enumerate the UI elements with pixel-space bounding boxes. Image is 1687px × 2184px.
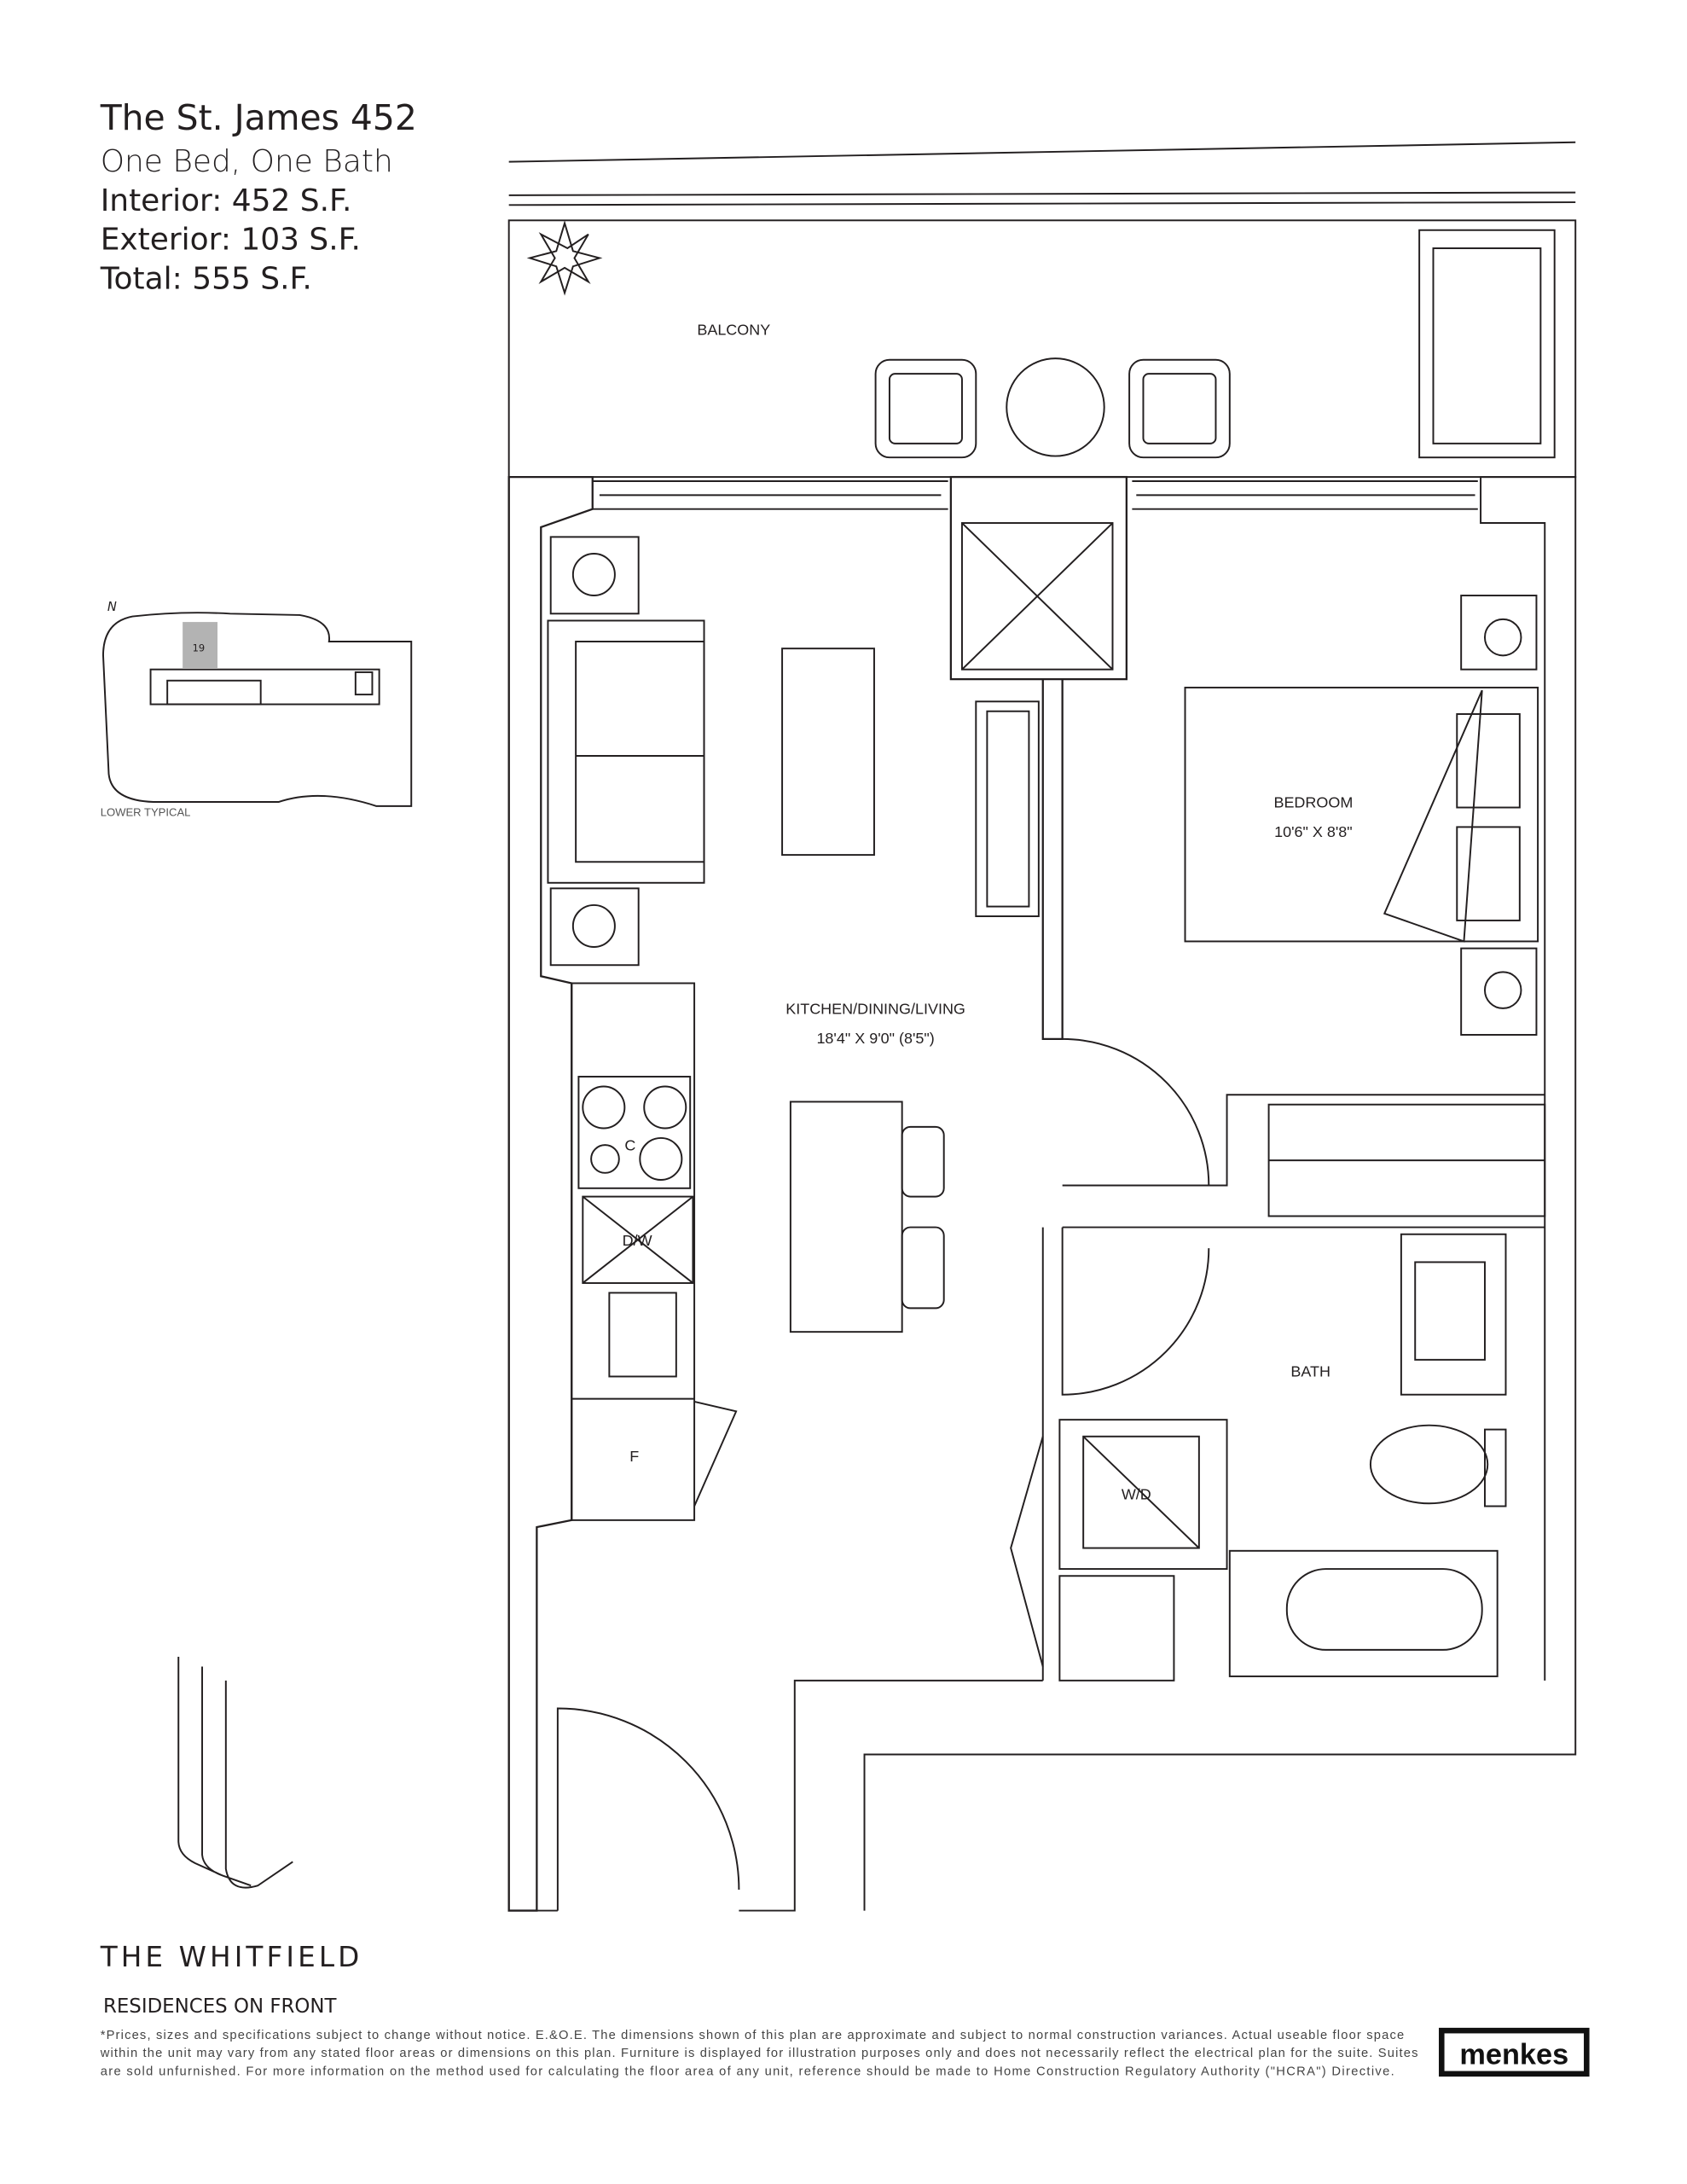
disclaimer-line: are sold unfurnished. For more informati… <box>101 2065 1394 2078</box>
bedroom: BEDROOM 10'6" X 8'8" <box>1184 595 1546 1217</box>
unit-walls <box>507 475 1577 1912</box>
suite-title: The St. James 452 <box>100 97 417 138</box>
cooktop <box>577 1076 692 1189</box>
balcony-chair <box>1128 358 1231 459</box>
kitchen-sink <box>608 1292 677 1378</box>
unit-number: 19 <box>193 642 206 653</box>
washer-dryer <box>1082 1435 1200 1549</box>
bedroom-label: BEDROOM <box>1273 794 1353 811</box>
dishwasher <box>582 1195 694 1284</box>
disclaimer: *Prices, sizes and specifications subjec… <box>100 2029 1418 2079</box>
north-indicator: N <box>107 600 117 614</box>
dishwasher-label: D/W <box>623 1232 652 1249</box>
unit-highlight <box>183 622 218 669</box>
balcony: BALCONY <box>507 141 1577 479</box>
bath-label: BATH <box>1290 1362 1330 1380</box>
living-label: KITCHEN/DINING/LIVING <box>786 1000 965 1017</box>
brand-subtitle: RESIDENCES ON FRONT <box>103 1995 338 2018</box>
interior-area: Interior: 452 S.F. <box>101 183 352 218</box>
brand-name: THE WHITFIELD <box>100 1941 363 1973</box>
balcony-table <box>1006 357 1105 457</box>
shaft <box>960 522 1114 671</box>
bedroom-dims: 10'6" X 8'8" <box>1274 823 1353 840</box>
balcony-label: BALCONY <box>697 321 770 338</box>
exterior-area: Exterior: 103 S.F. <box>101 223 361 258</box>
suite-type: One Bed, One Bath <box>101 144 393 179</box>
living-furniture: KITCHEN/DINING/LIVING 18'4" X 9'0" (8'5"… <box>547 536 1040 1333</box>
whitfield-logo <box>177 1657 293 1889</box>
tv-console <box>975 700 1040 918</box>
bathroom: BATH W/D <box>1010 1227 1507 1682</box>
total-area: Total: 555 S.F. <box>100 261 312 296</box>
sofa <box>547 619 705 884</box>
wd-label: W/D <box>1122 1485 1151 1502</box>
menkes-logo: menkes <box>1439 2027 1590 2077</box>
toilet <box>1369 1424 1489 1505</box>
living-dims: 18'4" X 9'0" (8'5") <box>816 1030 934 1047</box>
keyplan-caption: LOWER TYPICAL <box>101 805 191 818</box>
disclaimer-line: within the unit may vary from any stated… <box>100 2047 1418 2060</box>
menkes-wordmark: menkes <box>1459 2038 1568 2071</box>
coffee-table <box>781 648 875 857</box>
key-plan: N 19 LOWER TYPICAL <box>101 600 413 818</box>
fridge-label: F <box>629 1448 639 1465</box>
balcony-lounger <box>1418 229 1556 459</box>
kitchen: C D/W F <box>571 982 738 1521</box>
bathtub <box>1228 1549 1499 1677</box>
island <box>789 1101 903 1333</box>
suite-info: The St. James 452 One Bed, One Bath Inte… <box>100 97 417 296</box>
compass-rose-icon <box>526 220 603 296</box>
vanity <box>1400 1233 1507 1396</box>
balcony-chair <box>874 358 977 459</box>
disclaimer-line: *Prices, sizes and specifications subjec… <box>101 2029 1404 2042</box>
cooktop-label: C <box>624 1137 635 1154</box>
bed <box>1184 686 1539 943</box>
